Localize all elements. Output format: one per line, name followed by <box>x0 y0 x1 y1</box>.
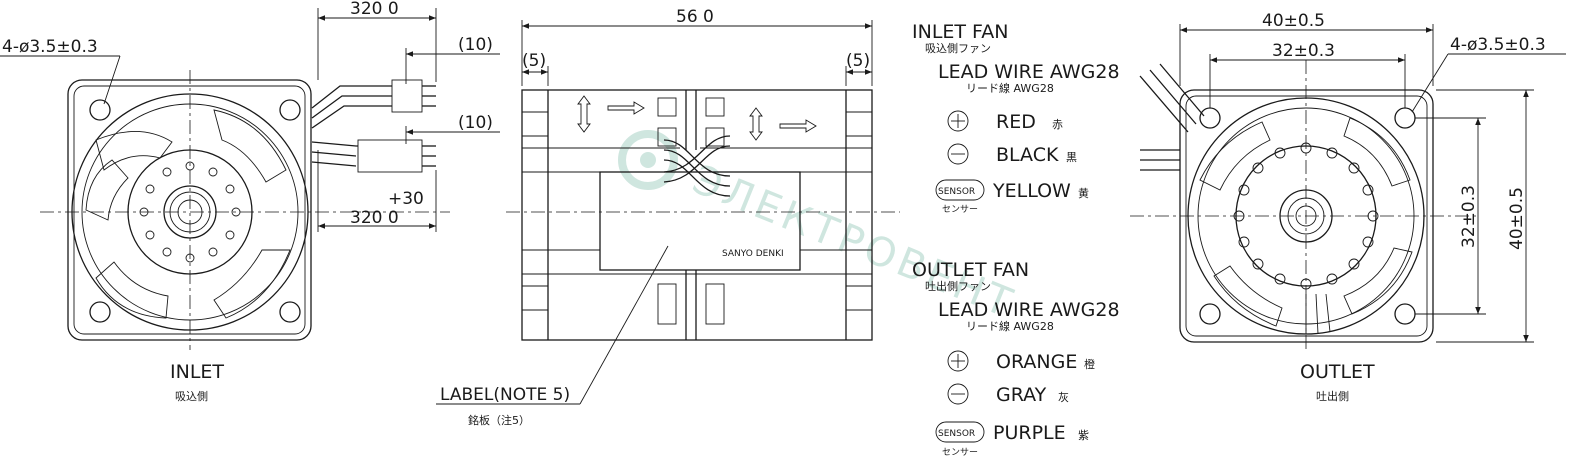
plus-icon <box>947 350 969 372</box>
minus-icon <box>947 143 969 165</box>
dim-strip-top: (10) <box>458 35 493 55</box>
dim-cable-bottom: 320 0 <box>350 208 399 228</box>
outlet-view: 40±0.5 32±0.3 4-ø3.5±0.3 32±0.3 40±0.5 O… <box>1130 11 1566 403</box>
dim-overall-length: 56 0 <box>676 7 714 27</box>
inlet-wire-yellow: YELLOW <box>992 180 1071 202</box>
outlet-wire-purple: PURPLE <box>993 422 1066 444</box>
inlet-fan-title-jp: 吸込側ファン <box>925 42 991 55</box>
inlet-wire-yellow-jp: 黄 <box>1078 186 1089 200</box>
label-callout: LABEL(NOTE 5) <box>440 385 570 405</box>
dim-mount-holes-left: 4-ø3.5±0.3 <box>2 37 98 57</box>
inlet-lead-wire-jp: リード線 AWG28 <box>966 81 1054 95</box>
outlet-wire-orange: ORANGE <box>996 351 1077 373</box>
label-callout-jp: 銘板（注5） <box>468 413 530 427</box>
dim-outer-width: 40±0.5 <box>1262 11 1325 31</box>
inlet-sensor-jp: センサー <box>942 204 978 215</box>
outlet-lead-wire: LEAD WIRE AWG28 <box>938 299 1120 321</box>
dim-tolerance: +30 <box>388 189 424 209</box>
nameplate-text: SANYO DENKI <box>722 249 784 259</box>
dim-hole-pitch: 32±0.3 <box>1272 41 1335 61</box>
dim-outer-height: 40±0.5 <box>1507 187 1527 250</box>
inlet-wire-red: RED <box>996 111 1036 133</box>
inlet-wire-red-jp: 赤 <box>1052 118 1063 131</box>
outlet-label: OUTLET <box>1300 361 1375 383</box>
svg-text:SENSOR: SENSOR <box>938 429 975 439</box>
svg-text:SENSOR: SENSOR <box>938 187 975 197</box>
outlet-wire-gray: GRAY <box>996 384 1047 406</box>
outlet-lead-wire-jp: リード線 AWG28 <box>966 319 1054 333</box>
side-view: SANYO DENKI 56 0 (5) (5) LABEL(NOTE 5) 銘… <box>436 7 900 427</box>
inlet-view: 320 0 320 0 +30 (10) (10) 4-ø3.5±0.3 INL… <box>0 0 500 403</box>
outlet-wire-gray-jp: 灰 <box>1058 390 1069 404</box>
outlet-fan-legend: OUTLET FAN 吐出側ファン LEAD WIRE AWG28 リード線 A… <box>912 259 1120 458</box>
inlet-fan-legend: INLET FAN 吸込側ファン LEAD WIRE AWG28 リード線 AW… <box>912 21 1120 215</box>
outlet-fan-title: OUTLET FAN <box>912 259 1029 281</box>
inlet-fan-title: INLET FAN <box>912 21 1008 43</box>
inlet-wire-black-jp: 黒 <box>1066 151 1077 164</box>
outlet-sensor-jp: センサー <box>942 447 978 458</box>
minus-icon <box>947 383 969 405</box>
dim-mount-holes-right: 4-ø3.5±0.3 <box>1450 35 1546 55</box>
sensor-icon: SENSOR <box>935 179 985 201</box>
dim-end-gap-right: (5) <box>846 51 870 71</box>
dim-cable-top: 320 0 <box>350 0 399 19</box>
inlet-label-jp: 吸込側 <box>175 390 208 403</box>
outlet-wire-purple-jp: 紫 <box>1078 429 1089 442</box>
outlet-fan-title-jp: 吐出側ファン <box>925 279 991 293</box>
plus-icon <box>947 110 969 132</box>
dim-end-gap-left: (5) <box>522 51 546 71</box>
outlet-label-jp: 吐出側 <box>1316 389 1349 403</box>
inlet-label: INLET <box>170 361 224 383</box>
dim-strip-bottom: (10) <box>458 113 493 133</box>
sensor-icon: SENSOR <box>935 421 985 443</box>
dim-hole-pitch-vertical: 32±0.3 <box>1459 185 1479 248</box>
inlet-wire-black: BLACK <box>996 144 1059 166</box>
outlet-wire-orange-jp: 橙 <box>1084 357 1095 371</box>
inlet-lead-wire: LEAD WIRE AWG28 <box>938 61 1120 83</box>
